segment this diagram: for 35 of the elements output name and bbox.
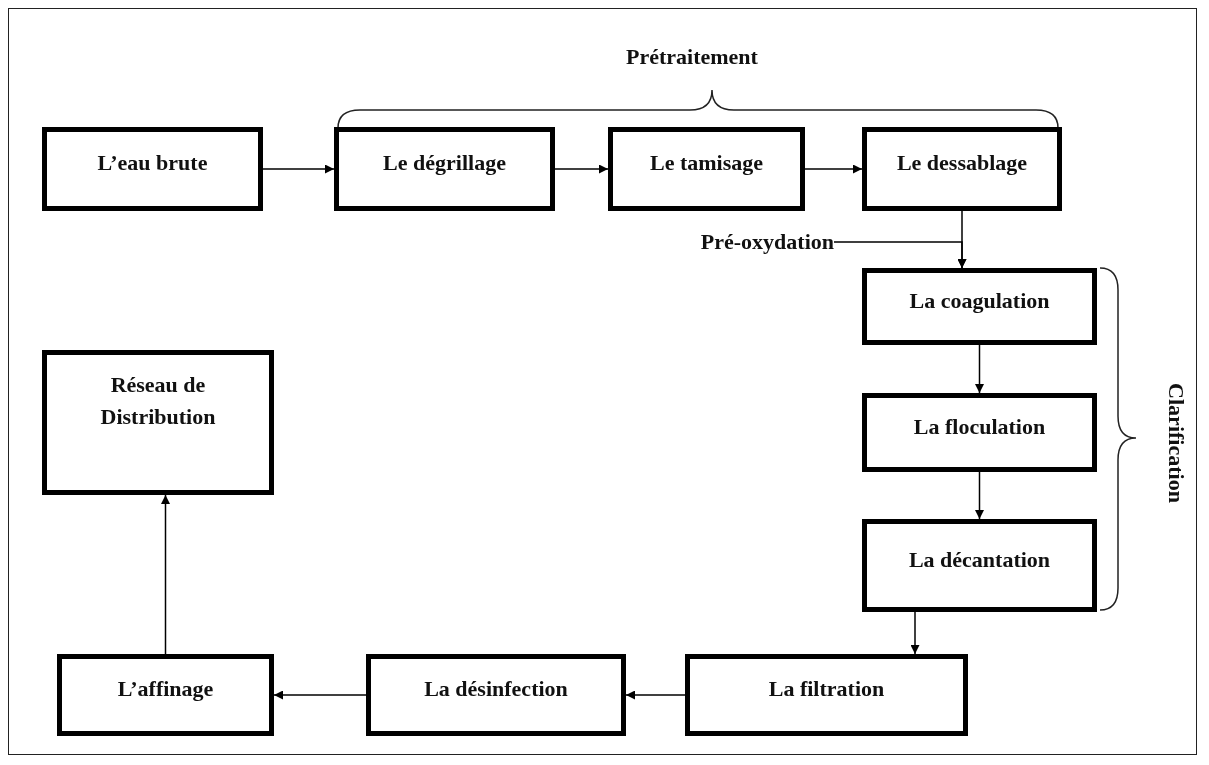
- process-box: [42, 350, 274, 495]
- step-label: La coagulation: [909, 286, 1050, 315]
- step-label: L’eau brute: [97, 149, 208, 178]
- arrow: [262, 164, 335, 174]
- step-label: La désinfection: [424, 675, 568, 704]
- step-label: Le tamisage: [650, 149, 763, 178]
- arrow: [625, 690, 686, 700]
- arrow: [273, 690, 367, 700]
- arrow: [804, 164, 863, 174]
- step-label: La floculation: [913, 412, 1046, 441]
- process-box: [366, 654, 626, 736]
- arrow: [975, 471, 984, 520]
- step-label: Le dégrillage: [383, 149, 506, 178]
- step-label: La décantation: [908, 545, 1051, 574]
- step-label: La filtration: [768, 675, 885, 704]
- process-box: [685, 654, 968, 736]
- arrow: [161, 494, 170, 655]
- process-box: [42, 127, 263, 211]
- arrow: [833, 241, 967, 269]
- process-box: [862, 268, 1097, 345]
- process-box: [862, 393, 1097, 472]
- step-label: L’affinage: [117, 675, 214, 704]
- step-label: Le dessablage: [896, 149, 1028, 178]
- process-box: [334, 127, 555, 211]
- arrow: [975, 344, 984, 394]
- group-heading: Clarification: [1162, 383, 1189, 503]
- step-label: Réseau de Distribution: [99, 371, 217, 431]
- input-label: Pré-oxydation: [700, 228, 834, 257]
- arrow: [910, 611, 920, 655]
- group-heading: Prétraitement: [626, 44, 758, 70]
- process-box: [57, 654, 274, 736]
- process-box: [862, 519, 1097, 612]
- process-box: [862, 127, 1062, 211]
- arrow: [554, 164, 609, 174]
- process-box: [608, 127, 805, 211]
